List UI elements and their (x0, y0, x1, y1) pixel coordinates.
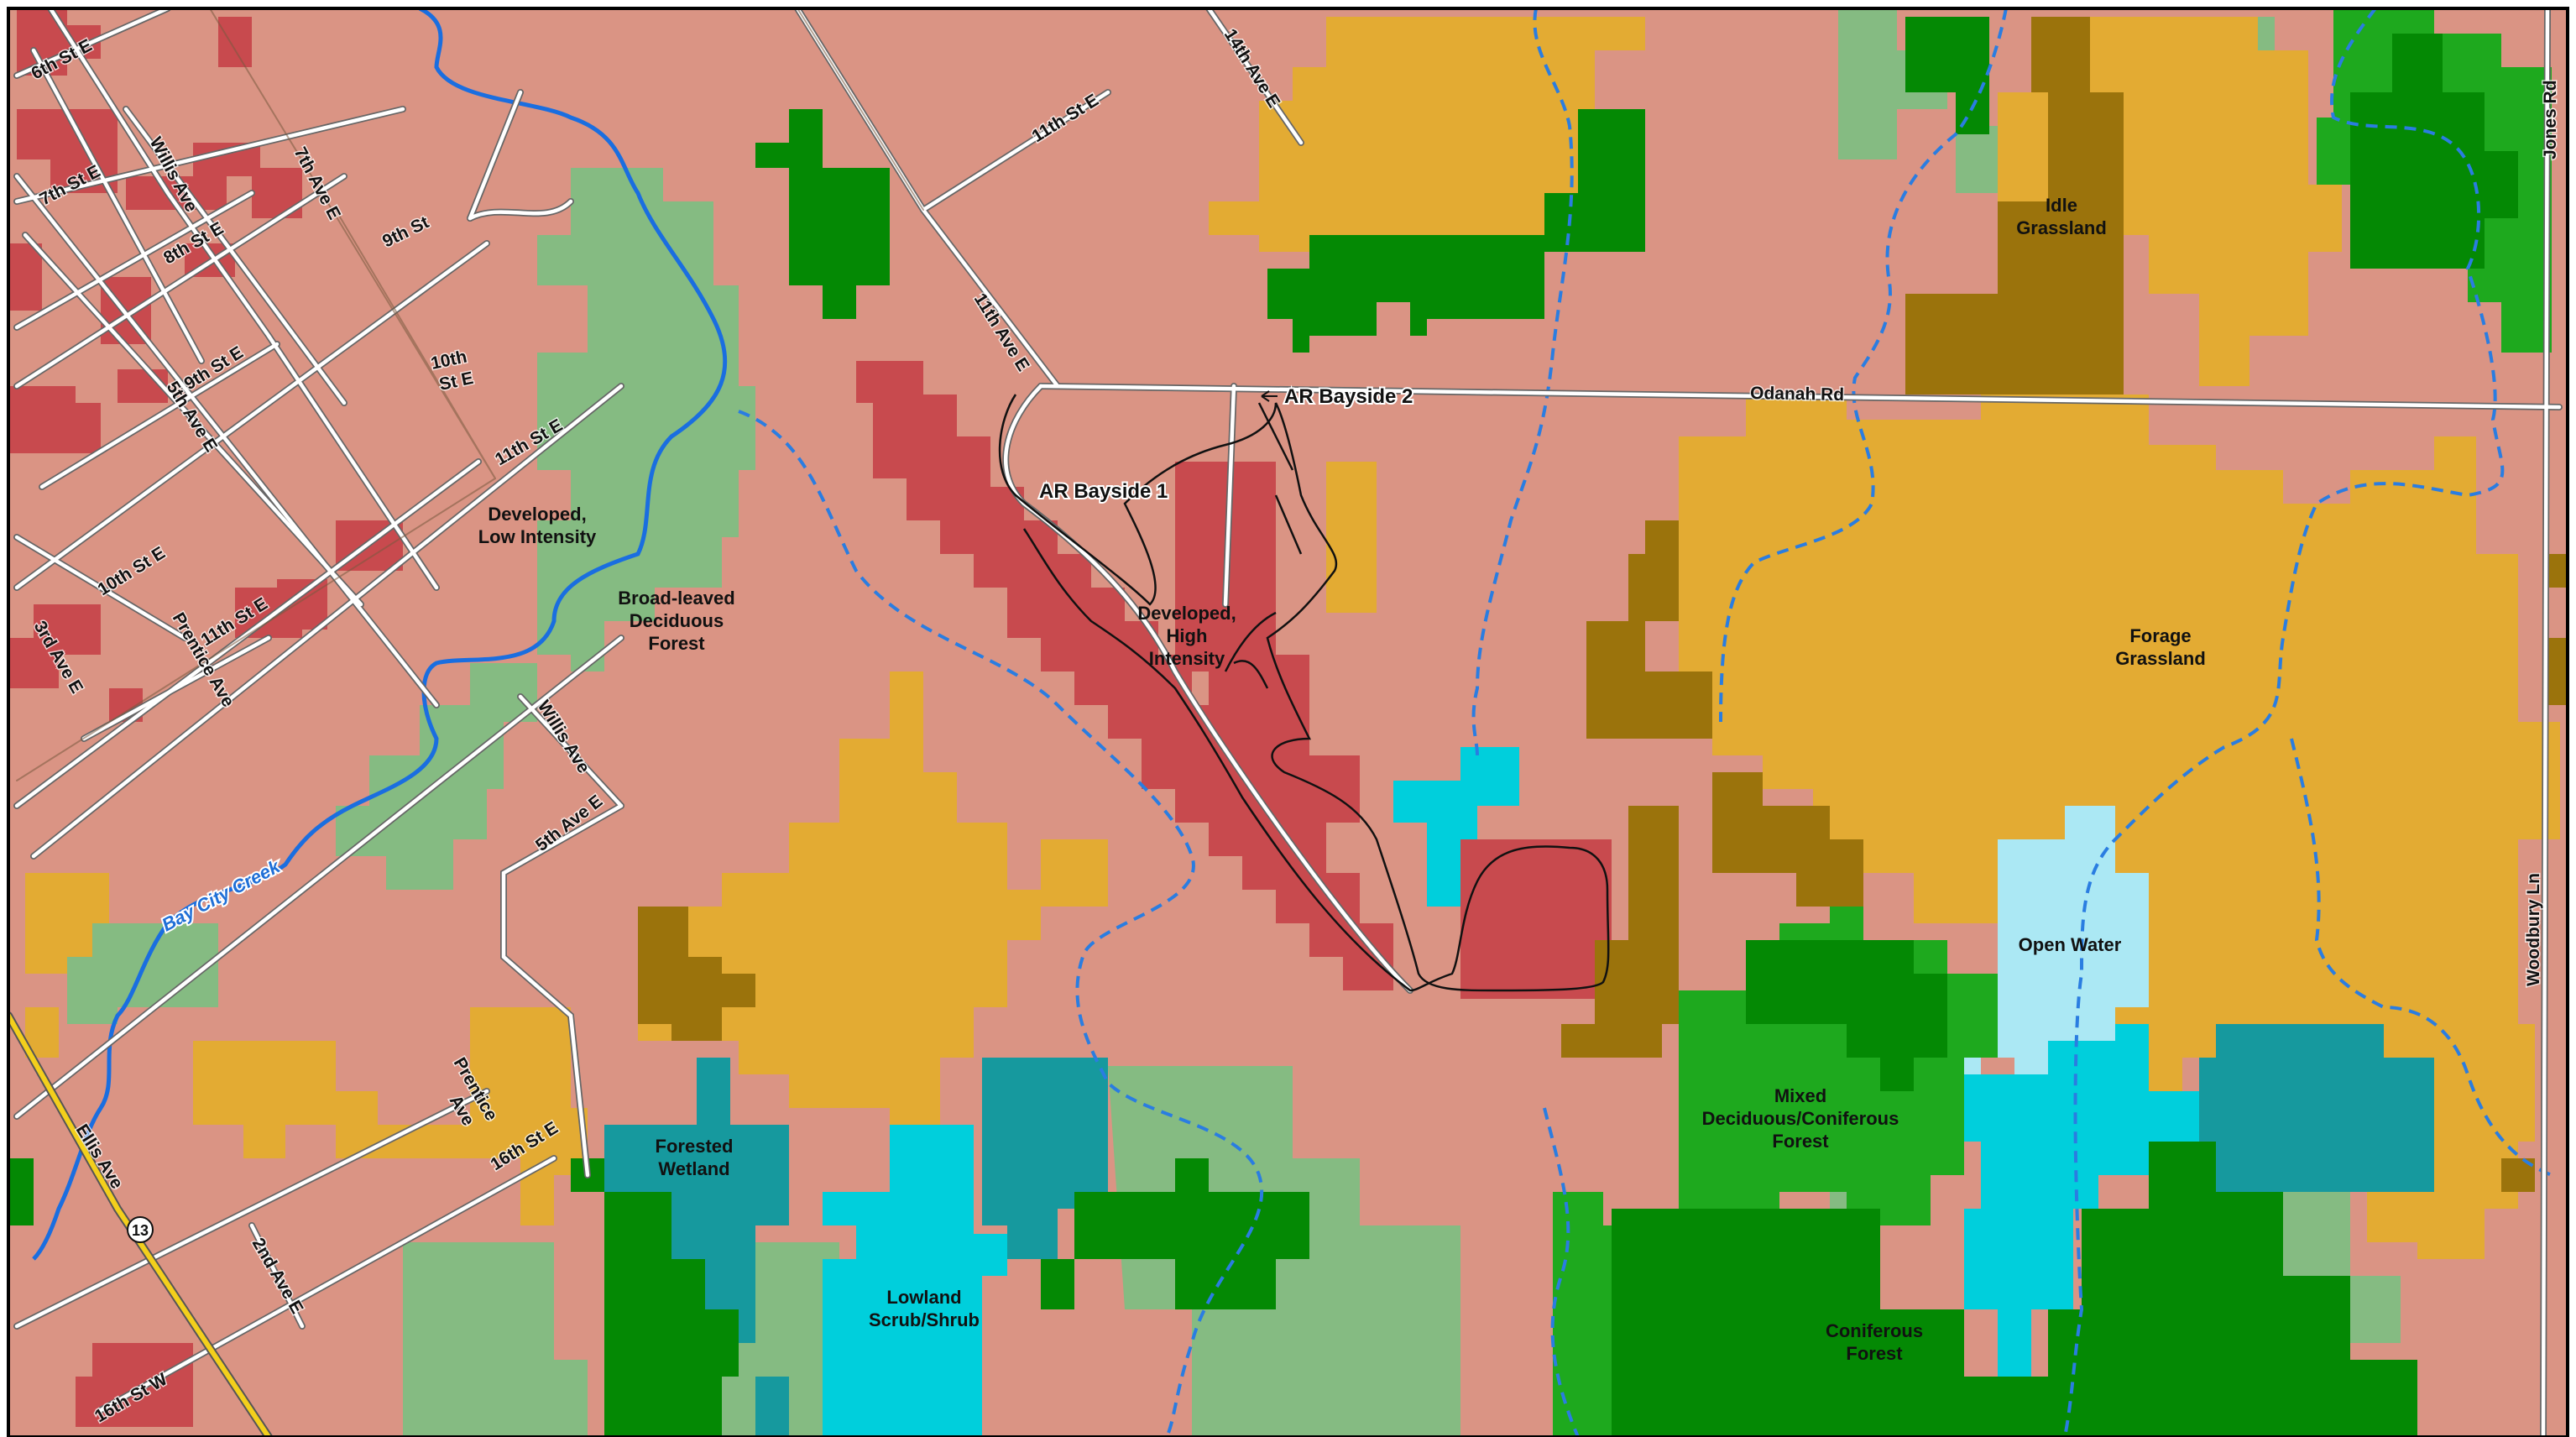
road-label-odanah-rd: Odanah Rd (1750, 384, 1844, 405)
label-line: Deciduous (630, 610, 724, 631)
label-line: Scrub/Shrub (869, 1309, 980, 1330)
label-open-water: Open Water (2019, 934, 2122, 955)
road-label-woodbury-ln: Woodbury Ln (2524, 873, 2543, 986)
highway-shield-number: 13 (132, 1222, 149, 1239)
label-line: Open Water (2019, 934, 2122, 955)
intermittent-streams (738, 8, 2552, 1437)
label-line: Forested (656, 1136, 734, 1157)
label-line: Forest (648, 633, 705, 654)
label-line: Developed, (1137, 603, 1236, 624)
label-line: Forest (1846, 1343, 1903, 1364)
map-frame (7, 7, 2569, 1437)
label-developed-low: Developed,Low Intensity (478, 504, 597, 547)
site-label-bayside-1: AR Bayside 1 (1039, 480, 1168, 503)
label-line: Grassland (2115, 648, 2206, 669)
bay-city-creek (32, 8, 728, 1261)
developed-high-site (1175, 462, 1360, 823)
coniferous-forest (8, 17, 2518, 1437)
label-line: Forest (1772, 1131, 1829, 1152)
site-labels: AR Bayside 1 AR Bayside 2 (1037, 384, 1414, 504)
label-line: Developed, (488, 504, 586, 525)
developed-high-strip (856, 361, 1393, 990)
label-line: Lowland (886, 1287, 961, 1308)
label-line: Mixed (1774, 1085, 1826, 1106)
roads (8, 8, 2563, 1437)
label-line: Low Intensity (478, 526, 597, 547)
bayside-site-boundary (998, 394, 1610, 992)
label-line: Coniferous (1826, 1320, 1923, 1341)
label-line: Forage (2129, 625, 2191, 646)
lowland-scrub (823, 747, 2199, 1437)
label-line: Grassland (2016, 217, 2107, 238)
label-line: High (1167, 625, 1208, 646)
label-line: Wetland (658, 1158, 729, 1179)
label-line: Deciduous/Coniferous (1702, 1108, 1899, 1129)
label-line: Broad-leaved (618, 588, 734, 609)
label-line: Idle (2046, 195, 2077, 216)
developed-high-south (1460, 839, 1612, 999)
site-label-bayside-2: AR Bayside 2 (1284, 385, 1413, 408)
road-label-jones-rd: Jones Rd (2541, 80, 2560, 159)
idle-grassland (638, 17, 2568, 1192)
highway-13-shield: 13 (127, 1216, 154, 1243)
label-line: Intensity (1149, 648, 1225, 669)
bayside-2-pointer (1261, 390, 1278, 402)
